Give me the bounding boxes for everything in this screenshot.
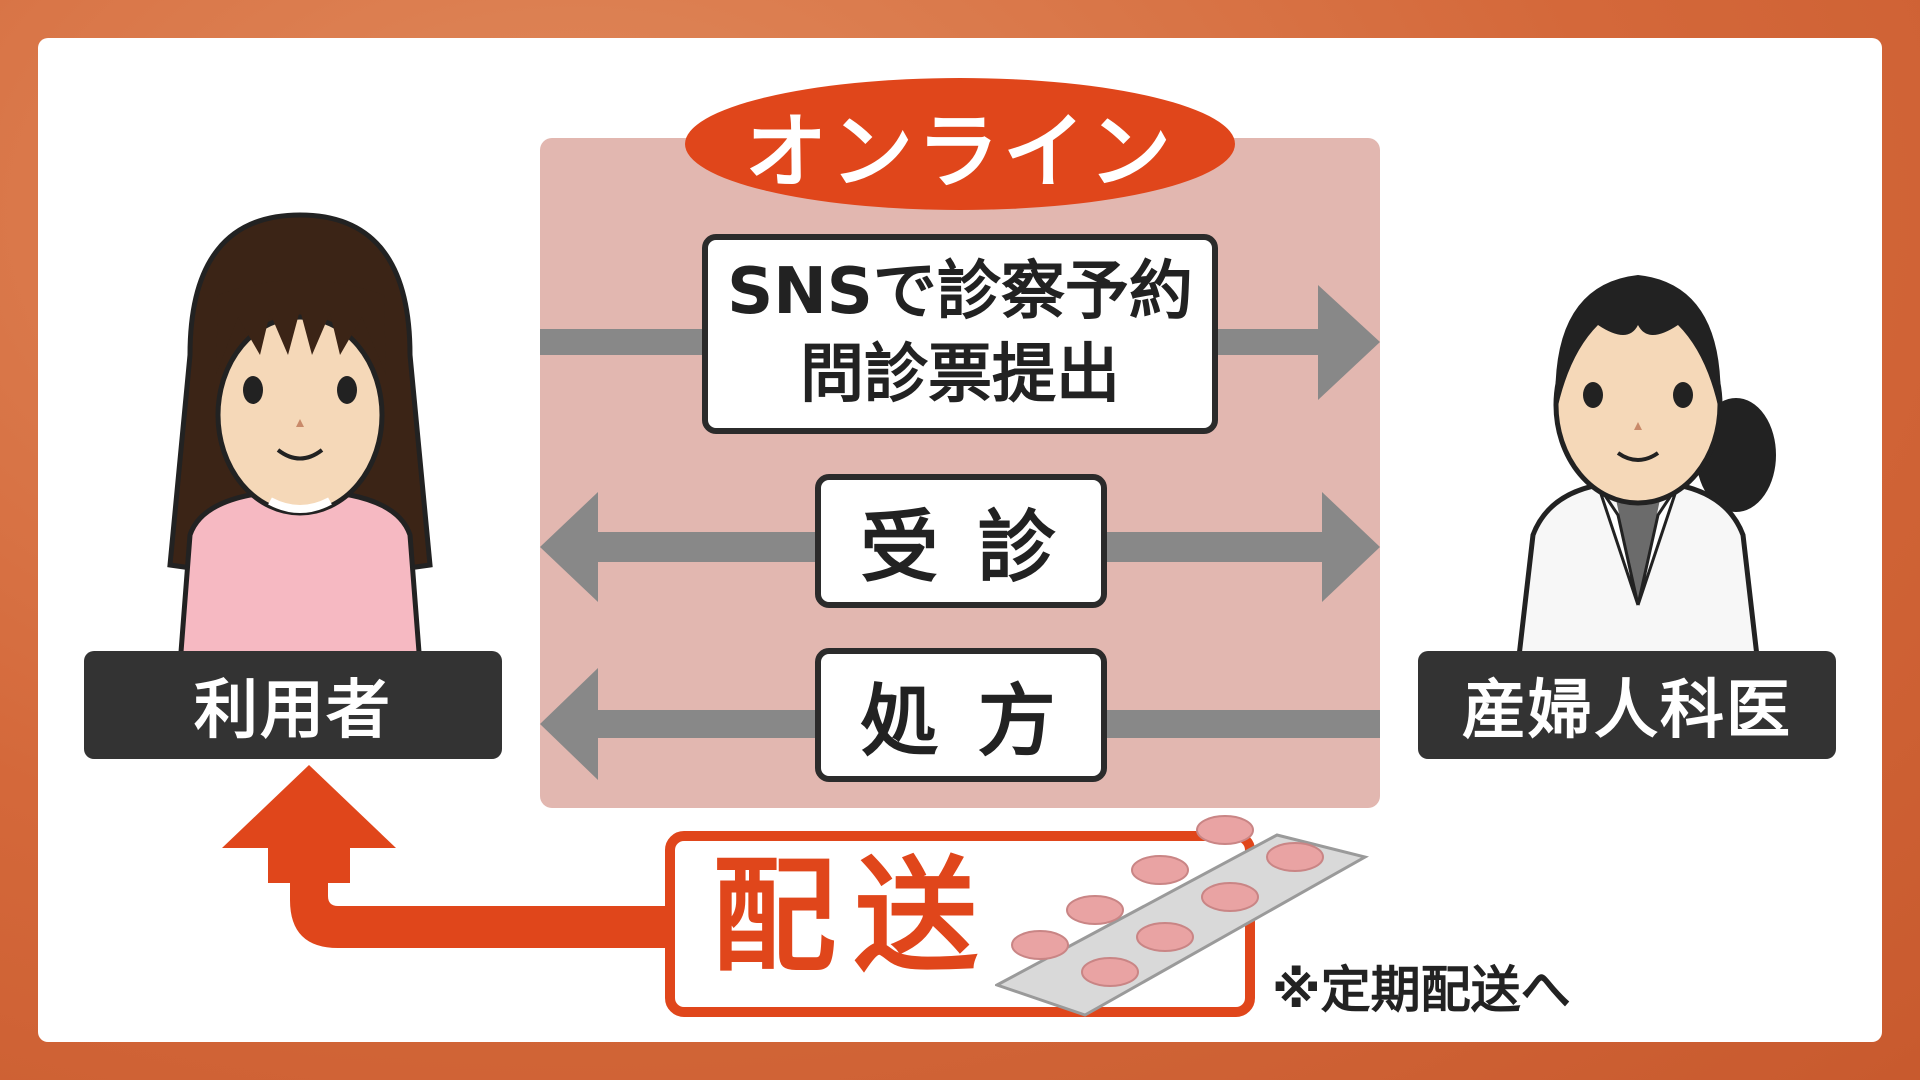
step-prescription-label: 処 方 xyxy=(860,677,1062,767)
step-reservation-line-1: SNSで診察予約 xyxy=(727,254,1193,329)
patient-label: 利用者 xyxy=(84,651,502,759)
delivery-note: ※定期配送へ xyxy=(1272,961,1571,1019)
patient-illustration xyxy=(167,212,433,665)
step-prescription-box: 処 方 xyxy=(815,648,1107,782)
doctor-illustration xyxy=(1515,275,1776,665)
step-consultation-box: 受 診 xyxy=(815,474,1107,608)
delivery-label: 配送 xyxy=(712,845,997,989)
online-title: オンライン xyxy=(685,78,1235,210)
step-reservation-line-2: 問診票提出 xyxy=(800,338,1120,412)
step-reservation-box: SNSで診察予約 問診票提出 xyxy=(702,234,1218,434)
step-consultation-label: 受 診 xyxy=(860,503,1062,593)
pill-pack-illustration xyxy=(995,815,1370,1017)
doctor-label: 産婦人科医 xyxy=(1418,651,1836,759)
arrow-delivery xyxy=(222,765,680,948)
